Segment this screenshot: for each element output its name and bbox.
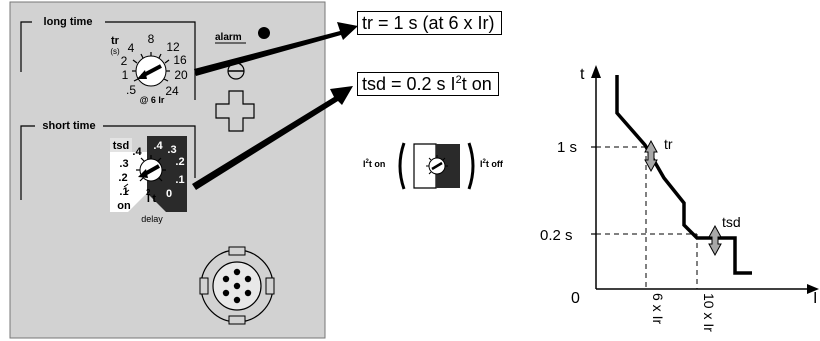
tsd-setting-prefix: tsd = 0.2 s I: [362, 74, 456, 94]
short-time-value: .1: [119, 186, 128, 198]
i2t-off-label: I2t off: [480, 159, 504, 169]
trip-curve: [615, 75, 752, 275]
tsd-setting-suffix: t on: [461, 74, 492, 94]
long-time-dial-unit: (s): [110, 47, 120, 56]
tsd-setting-callout: tsd = 0.2 s I2t on: [357, 72, 499, 96]
x-tick-label-6xir: 6 x Ir: [650, 293, 666, 324]
short-time-dial-label: tsd: [113, 140, 130, 152]
short-time-value: .2: [175, 156, 184, 168]
x-axis-arrow-icon: [807, 284, 819, 294]
pointer-arrows: [192, 22, 358, 190]
short-time-off-values: .4 .3 .2 .1 0: [153, 140, 184, 200]
switch-bracket-right-icon: [467, 142, 475, 190]
y-tick-label-0-2s: 0.2 s: [540, 227, 573, 244]
long-time-value: 12: [166, 40, 180, 54]
alarm-indicator: alarm: [215, 27, 270, 44]
short-time-value: 0: [166, 188, 172, 200]
long-time-value: 20: [174, 68, 188, 82]
long-time-value: .5: [126, 83, 136, 97]
reference-lines: [596, 146, 698, 289]
y-tick-label-1s: 1 s: [557, 139, 577, 156]
x-axis-label: I: [813, 290, 817, 307]
i2t-switch-detail: I2t on I2t off: [363, 142, 504, 190]
long-time-dial-values: .5 1 2 4 8 12 16 20 24: [121, 32, 188, 98]
trip-unit-panel: long time tr (s): [9, 1, 326, 339]
i2t-mini-dial: [426, 155, 448, 175]
long-time-dial-label: tr: [111, 35, 120, 47]
y-axis-arrow-icon: [591, 65, 601, 78]
short-time-delay-label: delay: [141, 214, 163, 224]
long-time-value: 24: [165, 84, 179, 98]
short-time-value: .1: [175, 174, 184, 186]
tr-setting-callout: tr = 1 s (at 6 x Ir): [357, 11, 502, 35]
short-time-value: .4: [132, 146, 142, 158]
tsd-curve-label: tsd: [722, 214, 741, 230]
long-time-title: long time: [44, 16, 93, 28]
long-time-value: 16: [173, 53, 187, 67]
long-time-dial[interactable]: [132, 52, 170, 87]
short-time-on-label: on: [117, 200, 131, 212]
short-time-value: .2: [118, 172, 127, 184]
short-time-value: .3: [119, 158, 128, 170]
alarm-led-icon: [258, 27, 270, 39]
short-time-value: .4: [153, 140, 163, 152]
long-time-value: 4: [128, 41, 135, 55]
short-time-title: short time: [42, 120, 95, 132]
tr-setting-text: tr = 1 s (at 6 x Ir): [362, 13, 495, 33]
x-tick-label-10xir: 10 x Ir: [701, 293, 717, 332]
short-time-on-values: .1 .2 .3 .4: [118, 146, 142, 198]
switch-bracket-left-icon: [398, 142, 406, 190]
i2t-on-label: I2t on: [363, 159, 385, 169]
short-time-on-zone: [110, 152, 147, 212]
navigation-cross-icon[interactable]: [215, 90, 255, 132]
time-current-graph: t I 0 1 s 0.2 s tr tsd 6 x Ir 10 x Ir: [540, 65, 819, 332]
short-time-dial[interactable]: [136, 155, 166, 182]
tr-curve-label: tr: [664, 136, 673, 152]
long-time-reference: @ 6 Ir: [140, 95, 165, 105]
long-time-value: 2: [121, 54, 128, 68]
short-time-section: short time tsd .1: [20, 120, 196, 224]
long-time-value: 8: [148, 32, 155, 46]
alarm-label: alarm: [215, 32, 242, 43]
tsd-adjust-arrow-icon: [708, 224, 722, 257]
y-axis-label: t: [580, 66, 585, 83]
tr-adjust-arrow-icon: [644, 139, 658, 173]
short-time-value: .3: [167, 144, 176, 156]
short-time-off-zone: [147, 136, 187, 212]
short-time-i2t-label: I2t: [146, 188, 156, 205]
long-time-section: long time tr (s): [20, 16, 196, 105]
tsd-setting-exponent: 2: [455, 74, 462, 86]
origin-label: 0: [571, 290, 580, 307]
test-connector-socket: [199, 246, 275, 325]
long-time-value: 1: [122, 68, 129, 82]
